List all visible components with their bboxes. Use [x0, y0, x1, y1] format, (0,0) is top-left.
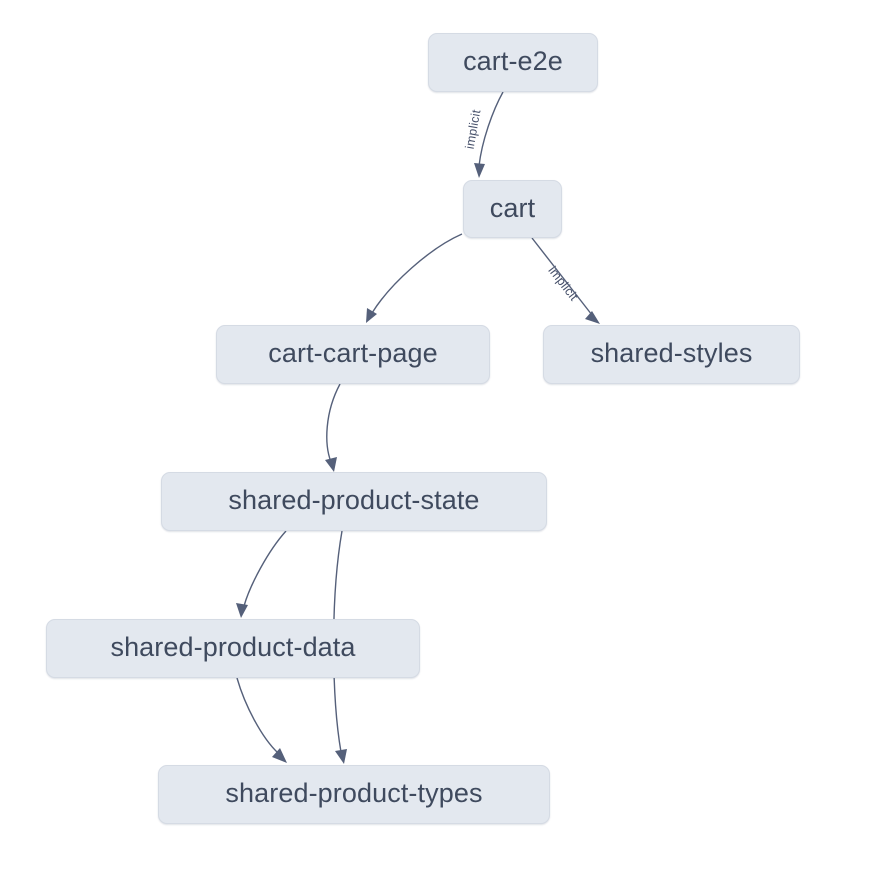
edge-label-implicit-2: implicit [545, 264, 581, 304]
node-label: shared-product-data [110, 632, 356, 662]
edge-shared-product-state-to-shared-product-data [236, 530, 287, 618]
edge-path [478, 91, 504, 167]
arrow-head-icon [236, 603, 248, 618]
node-label: shared-product-state [228, 485, 480, 515]
node-label: cart [489, 192, 536, 223]
edge-label-implicit-1: implicit [463, 108, 484, 150]
edge-cart-e2e-to-cart: implicit [463, 91, 504, 178]
node-label: cart-cart-page [268, 338, 438, 368]
edge-cart-cart-page-to-shared-product-state [325, 383, 341, 472]
node-cart-cart-page[interactable]: cart-cart-page [216, 325, 490, 384]
edge-path [371, 233, 463, 314]
node-shared-product-data[interactable]: shared-product-data [46, 619, 420, 678]
edge-shared-product-data-to-shared-product-types [236, 677, 287, 763]
edge-cart-to-shared-styles: implicit [531, 237, 600, 324]
edge-path [236, 677, 279, 754]
arrow-head-icon [585, 311, 600, 324]
arrow-head-icon [325, 457, 337, 472]
node-shared-styles[interactable]: shared-styles [543, 325, 800, 384]
arrow-head-icon [366, 308, 377, 323]
node-cart-e2e[interactable]: cart-e2e [428, 33, 598, 92]
edge-path [531, 237, 593, 316]
arrow-head-icon [335, 749, 347, 764]
edge-path [326, 383, 341, 463]
node-shared-product-state[interactable]: shared-product-state [161, 472, 547, 531]
arrow-head-icon [272, 748, 287, 763]
arrow-head-icon [474, 163, 485, 178]
edge-path [243, 530, 287, 607]
node-label: cart-e2e [463, 46, 563, 76]
edge-cart-to-cart-cart-page [366, 233, 463, 323]
node-label: shared-styles [590, 338, 753, 368]
node-shared-product-types[interactable]: shared-product-types [158, 765, 550, 824]
node-label: shared-product-types [225, 778, 483, 808]
node-cart[interactable]: cart [463, 180, 562, 238]
